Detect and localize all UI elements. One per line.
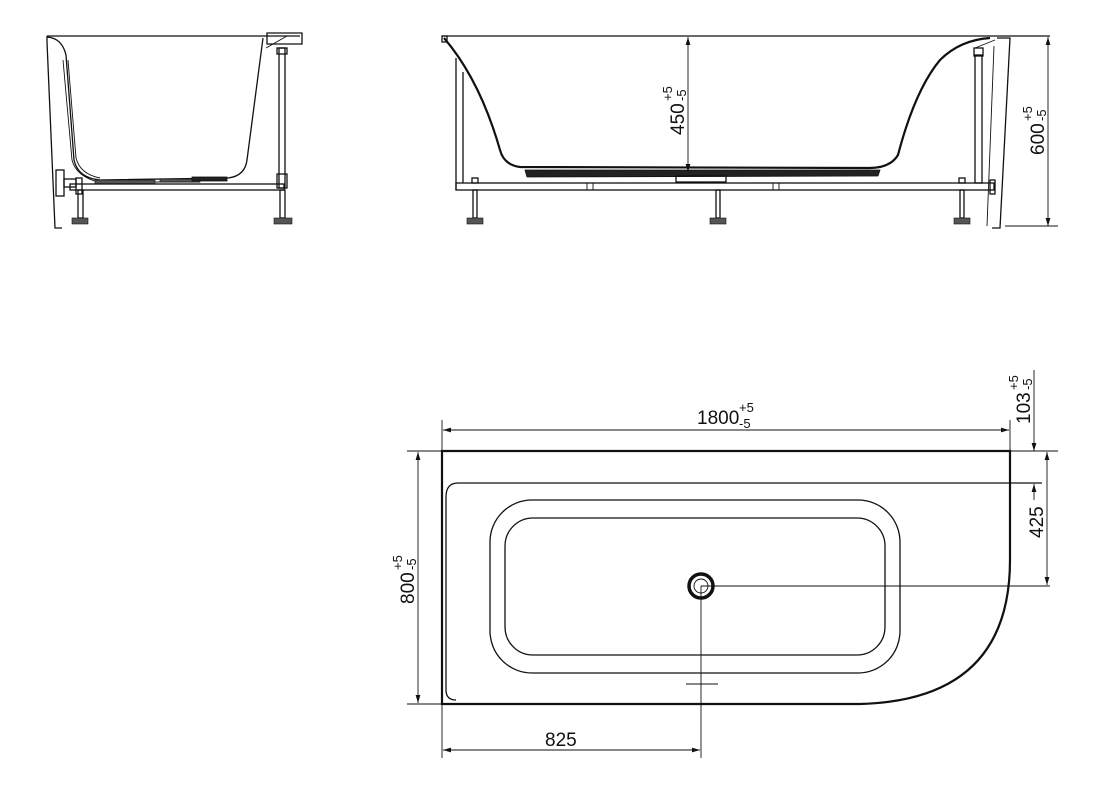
svg-text:+5: +5 xyxy=(1006,375,1021,390)
svg-text:-5: -5 xyxy=(404,558,419,570)
svg-text:450: 450 xyxy=(668,103,689,135)
svg-text:+5: +5 xyxy=(1020,106,1035,121)
svg-text:+5: +5 xyxy=(660,86,675,101)
svg-text:103: 103 xyxy=(1014,392,1035,424)
dim-label-drain-from-back: 425 xyxy=(1027,506,1048,538)
svg-text:-5: -5 xyxy=(739,416,751,431)
svg-text:425: 425 xyxy=(1027,506,1048,538)
dim-label-rim-offset: 103 +5 -5 xyxy=(1006,375,1035,424)
svg-text:800: 800 xyxy=(398,572,419,604)
basin-inner-contour xyxy=(504,517,886,656)
svg-text:+5: +5 xyxy=(390,555,405,570)
dim-label-length: 1800 +5 -5 xyxy=(697,400,754,431)
front-skirt xyxy=(992,37,1011,229)
svg-text:1800: 1800 xyxy=(697,408,739,429)
side-view xyxy=(46,32,303,229)
svg-text:-5: -5 xyxy=(1020,378,1035,390)
tub-shell-side xyxy=(46,36,264,181)
svg-text:-5: -5 xyxy=(674,89,689,101)
dim-label-width: 800 +5 -5 xyxy=(390,555,419,604)
adjustable-foot xyxy=(709,189,727,225)
tub-shell-front-right xyxy=(869,36,991,170)
dim-label-drain-from-left: 825 xyxy=(545,730,577,751)
side-skirt-outline xyxy=(46,36,62,229)
dim-label-inner-depth: 450 +5 -5 xyxy=(660,86,689,135)
adjustable-foot xyxy=(953,177,971,225)
dim-label-total-height: 600 +5 -5 xyxy=(1020,106,1049,155)
front-view: 450 +5 -5 600 +5 -5 xyxy=(441,35,1058,229)
tub-outline-plan xyxy=(440,449,1012,706)
tub-shell-front-left xyxy=(443,37,871,170)
svg-text:-5: -5 xyxy=(1034,109,1049,121)
adjustable-foot xyxy=(466,177,484,225)
top-view: 1800 +5 -5 800 +5 -5 103 +5 -5 425 825 xyxy=(390,370,1058,758)
svg-text:600: 600 xyxy=(1028,123,1049,155)
svg-text:+5: +5 xyxy=(739,400,754,415)
basin-outer-contour xyxy=(489,499,901,674)
